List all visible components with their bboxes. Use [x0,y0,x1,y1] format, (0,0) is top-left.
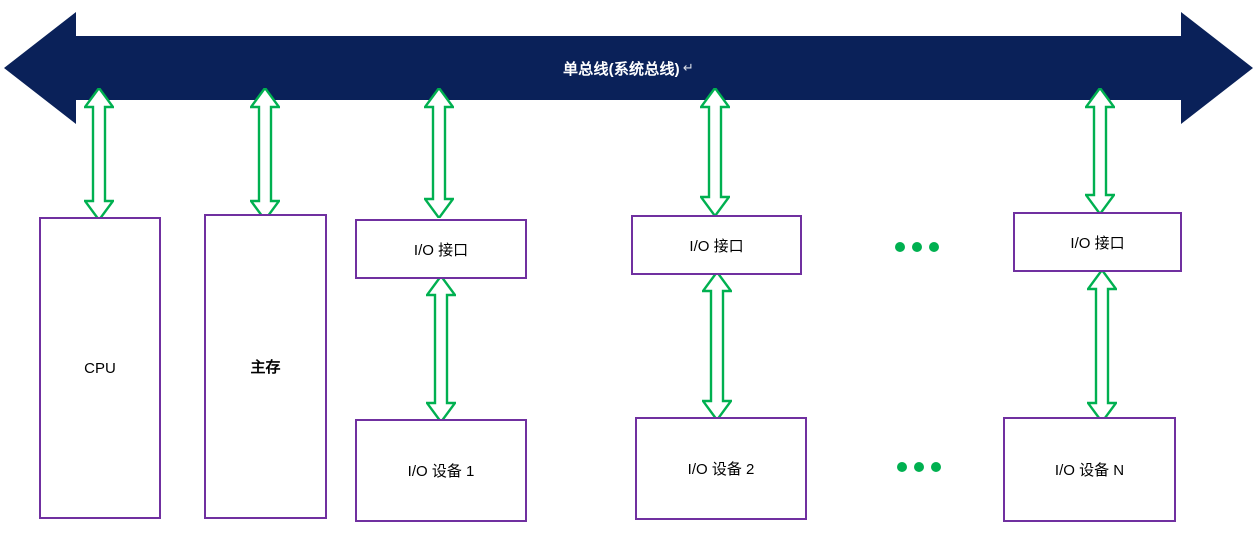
io-interface-box-1[interactable]: I/O 接口 [355,219,527,279]
main-memory-box[interactable]: 主存 [204,214,327,519]
main-memory-label: 主存 [250,359,281,376]
arrow-io-interface-2-to-device-2 [702,272,732,420]
io-interface-label-n: I/O 接口 [1070,234,1125,252]
ellipsis-dot [914,462,924,472]
cpu-box[interactable]: CPU [39,217,161,519]
io-interface-box-n[interactable]: I/O 接口 [1013,212,1182,272]
system-bus: 单总线(系统总线)↵ [4,6,1253,130]
cpu-label: CPU [84,359,116,377]
system-bus-shape [4,12,1253,124]
ellipsis-dot [929,242,939,252]
arrow-io-interface-n-to-device-n [1087,270,1117,422]
ellipsis-dot [912,242,922,252]
io-device-label-2: I/O 设备 2 [687,461,755,478]
arrow-bus-to-io-interface-2 [700,88,730,216]
io-device-box-2[interactable]: I/O 设备 2 [635,417,807,520]
ellipsis-dot [897,462,907,472]
arrow-bus-to-cpu [84,88,114,220]
io-device-box-1[interactable]: I/O 设备 1 [355,419,527,522]
io-device-box-n[interactable]: I/O 设备 N [1003,417,1176,522]
arrow-bus-to-io-interface-n [1085,88,1115,214]
ellipsis-interface-row [895,241,939,253]
ellipsis-dot [931,462,941,472]
ellipsis-dot [895,242,905,252]
io-interface-box-2[interactable]: I/O 接口 [631,215,802,275]
arrow-io-interface-1-to-device-1 [426,276,456,422]
io-interface-label-2: I/O 接口 [689,237,744,255]
ellipsis-device-row [897,461,941,473]
arrow-bus-to-main-memory [250,88,280,220]
io-device-label-n: I/O 设备 N [1054,462,1125,479]
io-interface-label-1: I/O 接口 [413,241,469,259]
arrow-bus-to-io-interface-1 [424,88,454,218]
io-device-label-1: I/O 设备 1 [407,463,475,480]
